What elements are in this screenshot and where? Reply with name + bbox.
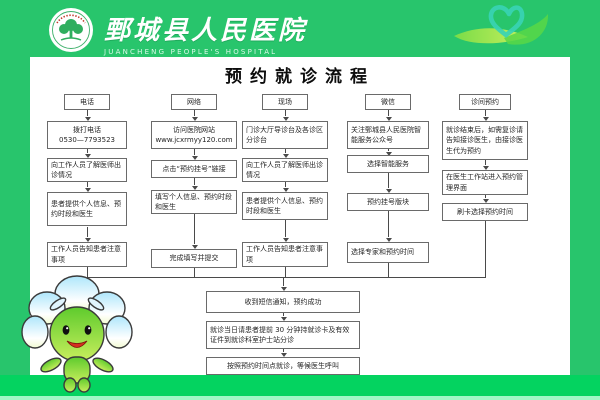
flow-step-box: 向工作人员了解医师出诊情况	[242, 158, 328, 182]
flow-step-box: 选择智能服务	[347, 155, 429, 173]
connector-merge-rail	[87, 277, 486, 278]
flow-step-box: 填写个人信息、预约时段和医生	[151, 190, 237, 214]
connector-arrow	[280, 349, 287, 357]
connector-arrow	[191, 214, 198, 249]
connector-arrow	[482, 160, 489, 170]
page-title: 预约就诊流程	[225, 67, 375, 87]
flow-step-box: 拨打电话 0530—7793523	[47, 121, 127, 149]
flow-step-box: 就诊结束后，如需复诊请告知接诊医生，由接诊医生代为预约	[442, 121, 528, 160]
connector-arrow	[282, 182, 289, 192]
flow-step-box: 访问医院网站 www.jcxrmyy120.com	[151, 121, 237, 149]
connector-arrow	[385, 211, 392, 242]
flow-step-box: 工作人员告知患者注意事项	[47, 242, 127, 267]
flow-step-box: 患者提供个人信息、预约时段和医生	[47, 192, 127, 226]
connector-arrow	[282, 220, 289, 242]
merged-step-box: 就诊当日请患者提前 30 分钟持就诊卡及有效证件到就诊科室护士站分诊	[206, 321, 360, 349]
flow-step-box: 在医生工作站进入预约管理界面	[442, 170, 528, 195]
flow-step-box: 点击“预约挂号”链接	[151, 160, 237, 178]
header-band: 鄄城县人民医院 JUANCHENG PEOPLE'S HOSPITAL	[0, 0, 600, 57]
connector-line	[485, 221, 486, 277]
flower-mascot-icon	[21, 275, 133, 393]
merged-step-box: 收到短信通知，预约成功	[206, 291, 360, 313]
connector-arrow	[482, 195, 489, 203]
heart-ribbon-icon	[454, 5, 549, 45]
connector-arrow	[282, 149, 289, 158]
connector-arrow	[191, 110, 198, 121]
flow-step-box: 患者提供个人信息、预约时段和医生	[242, 192, 328, 220]
flow-step-box: 选择专家和预约时间	[347, 242, 429, 263]
flow-step-box: 向工作人员了解医师出诊情况	[47, 158, 127, 182]
flow-step-box: 完成填写并提交	[151, 249, 237, 268]
connector-arrow	[280, 313, 287, 321]
connector-arrow	[191, 149, 198, 160]
flow-step-box: 工作人员告知患者注意事项	[242, 242, 328, 267]
col-wechat-header-box: 微信	[365, 94, 411, 110]
connector-line	[388, 263, 389, 277]
hospital-name-english: JUANCHENG PEOPLE'S HOSPITAL	[104, 48, 278, 56]
connector-arrow	[84, 110, 91, 121]
connector-arrow	[191, 178, 198, 190]
col-onsite-header-box: 现场	[262, 94, 308, 110]
bottom-green-strip	[0, 375, 600, 396]
connector-arrow	[482, 110, 489, 121]
flow-step-box: 刷卡选择预约时间	[442, 203, 528, 221]
connector-arrow	[385, 173, 392, 193]
connector-arrow	[280, 277, 287, 291]
connector-line	[194, 268, 195, 277]
connector-arrow	[385, 149, 392, 156]
merged-step-box: 按照预约时间点就诊，等候医生呼叫	[206, 357, 360, 375]
flow-step-box: 关注鄄城县人民医院智能服务公众号	[347, 121, 429, 149]
hospital-name: 鄄城县人民医院	[104, 16, 308, 46]
flow-step-box: 门诊大厅导诊台及各诊区分诊台	[242, 121, 328, 149]
col-clinic-header-box: 诊间预约	[459, 94, 511, 110]
connector-arrow	[84, 182, 91, 192]
col-phone-header-box: 电话	[64, 94, 110, 110]
connector-line	[285, 267, 286, 277]
col-web-header-box: 网络	[171, 94, 217, 110]
connector-arrow	[385, 110, 392, 121]
connector-arrow	[282, 110, 289, 121]
hospital-logo-icon	[49, 8, 93, 52]
connector-line	[87, 267, 88, 277]
connector-arrow	[84, 149, 91, 158]
bottom-edge-line	[0, 396, 600, 400]
flow-step-box: 预约挂号版块	[347, 193, 429, 211]
connector-arrow	[84, 227, 91, 242]
